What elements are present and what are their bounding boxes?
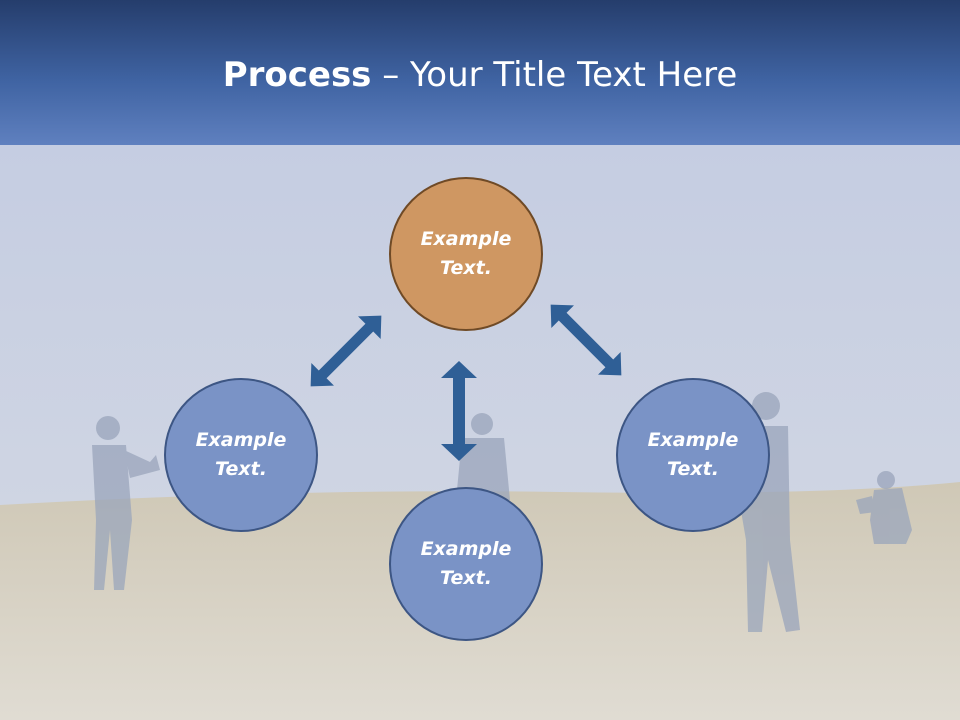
node-top-line1: Example bbox=[420, 228, 512, 250]
title-regular-part: – Your Title Text Here bbox=[371, 55, 738, 95]
process-node-right: Example Text. bbox=[616, 378, 770, 532]
person-silhouette-seated bbox=[856, 471, 912, 544]
node-left-line1: Example bbox=[195, 429, 287, 451]
title-bar bbox=[0, 0, 960, 145]
person-silhouette-center bbox=[456, 413, 510, 500]
double-arrow-top-right bbox=[550, 304, 622, 376]
node-bottom-line2: Text. bbox=[440, 567, 492, 589]
node-left-line2: Text. bbox=[215, 458, 267, 480]
double-arrow-top-left bbox=[310, 315, 382, 387]
node-bottom-line1: Example bbox=[420, 538, 512, 560]
node-top-line2: Text. bbox=[440, 257, 492, 279]
process-node-bottom: Example Text. bbox=[389, 487, 543, 641]
process-node-left: Example Text. bbox=[164, 378, 318, 532]
node-right-line1: Example bbox=[647, 429, 739, 451]
slide-title: Process – Your Title Text Here bbox=[0, 52, 960, 98]
person-silhouette-left bbox=[92, 416, 160, 590]
title-bold-part: Process bbox=[222, 55, 372, 95]
node-right-line2: Text. bbox=[667, 458, 719, 480]
process-node-top: Example Text. bbox=[389, 177, 543, 331]
double-arrow-vertical bbox=[441, 361, 477, 461]
